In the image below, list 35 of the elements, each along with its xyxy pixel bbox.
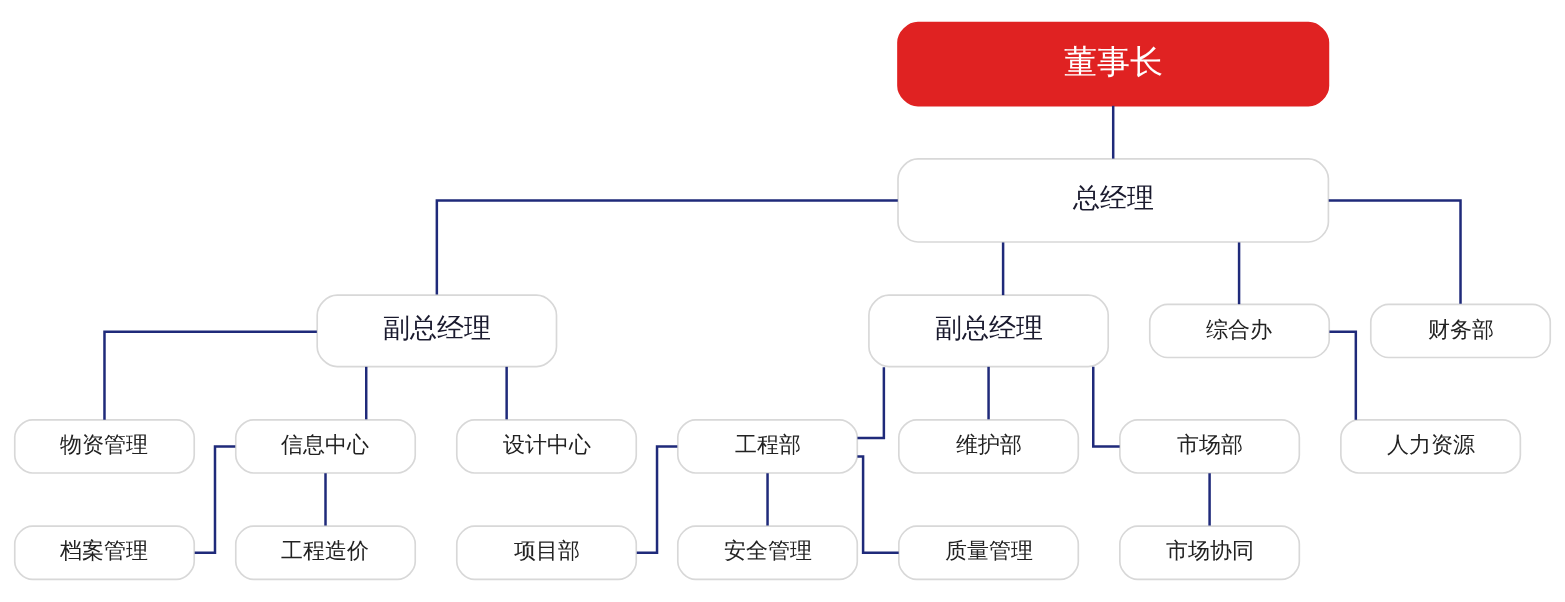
node-box: 总经理 <box>897 158 1330 243</box>
connector <box>1208 473 1211 526</box>
connector <box>1001 242 1005 296</box>
connector <box>364 366 368 420</box>
connector <box>1329 330 1358 420</box>
node-box: 综合办 <box>1148 303 1331 359</box>
connector <box>857 367 886 440</box>
connector <box>1111 105 1115 159</box>
node-box: 安全管理 <box>676 525 859 581</box>
connector <box>505 366 508 420</box>
node-box: 市场部 <box>1119 419 1301 474</box>
connector <box>1328 199 1462 304</box>
node-box: 人力资源 <box>1340 419 1522 474</box>
connector <box>435 199 898 295</box>
connector <box>1237 242 1241 305</box>
node-box: 物资管理 <box>13 419 196 474</box>
connector <box>857 455 899 554</box>
connector <box>987 366 990 420</box>
connector <box>324 473 327 526</box>
node-box: 财务部 <box>1369 303 1552 359</box>
node-box: 副总经理 <box>868 294 1110 368</box>
node-box: 董事长 <box>897 21 1330 107</box>
node-box: 副总经理 <box>316 294 558 368</box>
node-box: 维护部 <box>898 419 1080 474</box>
node-box: 项目部 <box>455 525 638 581</box>
node-box: 质量管理 <box>898 525 1080 581</box>
connector <box>766 473 769 526</box>
node-box: 档案管理 <box>13 525 196 581</box>
connector <box>103 330 317 420</box>
node-box: 工程部 <box>676 419 859 474</box>
connector <box>1092 366 1120 448</box>
node-box: 信息中心 <box>234 419 417 474</box>
node-box: 市场协同 <box>1119 525 1301 581</box>
node-box: 设计中心 <box>455 419 638 474</box>
node-box: 工程造价 <box>234 525 417 581</box>
